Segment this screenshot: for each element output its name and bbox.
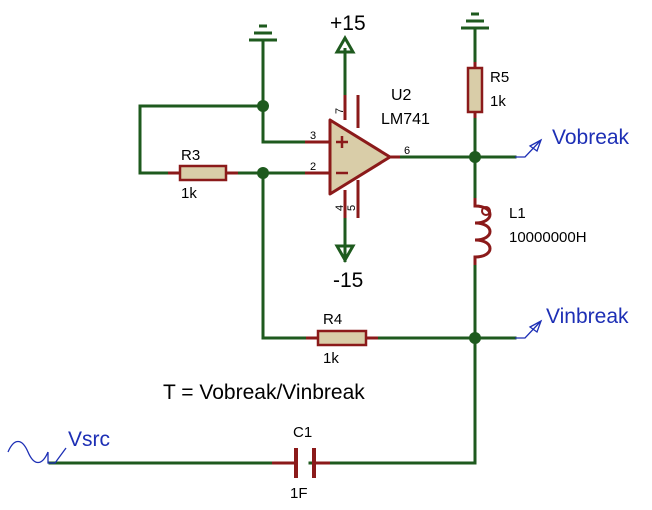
opamp-pin-5-label: 5	[346, 205, 358, 211]
opamp-triangle	[328, 118, 392, 196]
opamp-pin-7-label: 7	[334, 108, 346, 114]
wires	[48, 26, 517, 465]
wire-pin2-node-down	[261, 171, 308, 340]
vsrc-source-icon	[7, 440, 67, 464]
r3-ref-label: R3	[181, 147, 200, 164]
junction-dot	[257, 100, 269, 112]
r4-ref-label: R4	[323, 311, 342, 328]
opamp-pin-4-label: 4	[334, 205, 346, 211]
junction-dot	[469, 151, 481, 163]
vsrc-label: Vsrc	[68, 428, 110, 451]
opamp-value-label: LM741	[381, 111, 430, 128]
opamp-pin-6-label: 6	[404, 145, 410, 157]
wire-gnd-to-pin3	[261, 38, 332, 144]
r5-value-label: 1k	[490, 93, 506, 110]
l1-ref-label: L1	[509, 205, 526, 222]
r3-value-label: 1k	[181, 185, 197, 202]
resistor-r4	[306, 329, 378, 347]
vinbreak-probe	[515, 319, 543, 339]
l1-value-label: 10000000H	[509, 229, 587, 246]
opamp-ref-label: U2	[391, 87, 412, 104]
transfer-equation: T = Vobreak/Vinbreak	[163, 381, 365, 404]
vinbreak-label: Vinbreak	[546, 305, 629, 328]
junction-dot	[469, 332, 481, 344]
power-positive-label: +15	[330, 12, 366, 35]
power-negative-label: -15	[333, 269, 363, 292]
resistor-r5	[466, 62, 484, 118]
junction-dot	[257, 167, 269, 179]
wire-node-c1	[308, 336, 477, 465]
c1-ref-label: C1	[293, 424, 312, 441]
ground-symbol-right	[461, 12, 489, 30]
inductor-l1	[473, 198, 492, 265]
ground-symbol-left	[249, 24, 277, 42]
r5-ref-label: R5	[490, 69, 509, 86]
c1-value-label: 1F	[290, 485, 308, 502]
opamp-pin-2-label: 2	[310, 161, 316, 173]
capacitor-c1	[272, 448, 330, 478]
wire-left-loop	[138, 104, 265, 175]
resistor-r3	[168, 164, 238, 182]
opamp-u2	[305, 95, 400, 218]
r4-value-label: 1k	[323, 350, 339, 367]
vobreak-probe	[515, 138, 543, 158]
junctions	[257, 100, 481, 344]
vobreak-label: Vobreak	[552, 126, 630, 149]
opamp-pin-3-label: 3	[310, 130, 316, 142]
